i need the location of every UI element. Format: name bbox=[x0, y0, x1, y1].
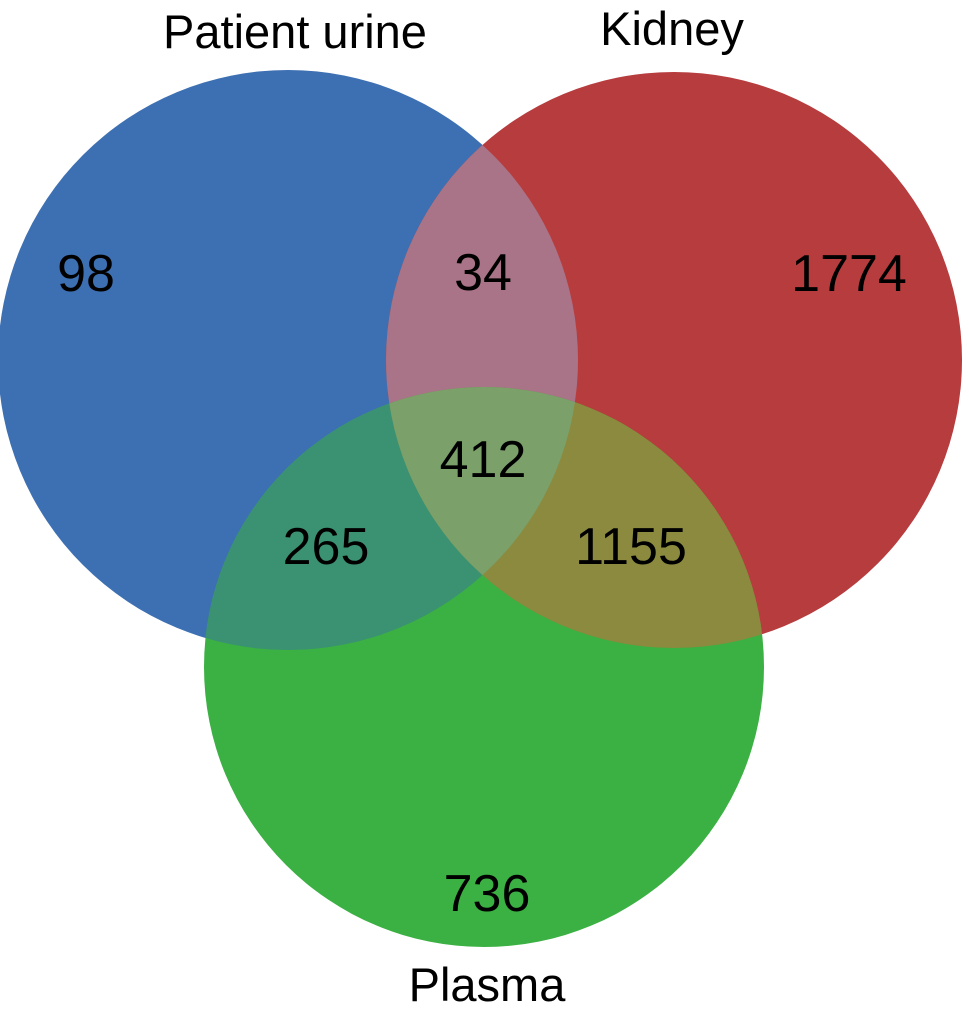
urine-plasma-overlap-region bbox=[204, 387, 578, 650]
urine-plasma-count: 265 bbox=[283, 518, 370, 576]
kidney-plasma-count: 1155 bbox=[575, 518, 687, 576]
urine-set-label: Patient urine bbox=[163, 5, 427, 58]
kidney-set-label: Kidney bbox=[600, 2, 744, 55]
kidney-plasma-overlap-region bbox=[386, 387, 764, 648]
plasma-only-count: 736 bbox=[444, 865, 531, 923]
kidney-only-count: 1774 bbox=[791, 245, 907, 303]
urine-kidney-count: 34 bbox=[454, 244, 512, 302]
triple-overlap-count: 412 bbox=[440, 431, 527, 489]
urine-only-count: 98 bbox=[57, 245, 115, 303]
plasma-set-label: Plasma bbox=[409, 958, 567, 1011]
